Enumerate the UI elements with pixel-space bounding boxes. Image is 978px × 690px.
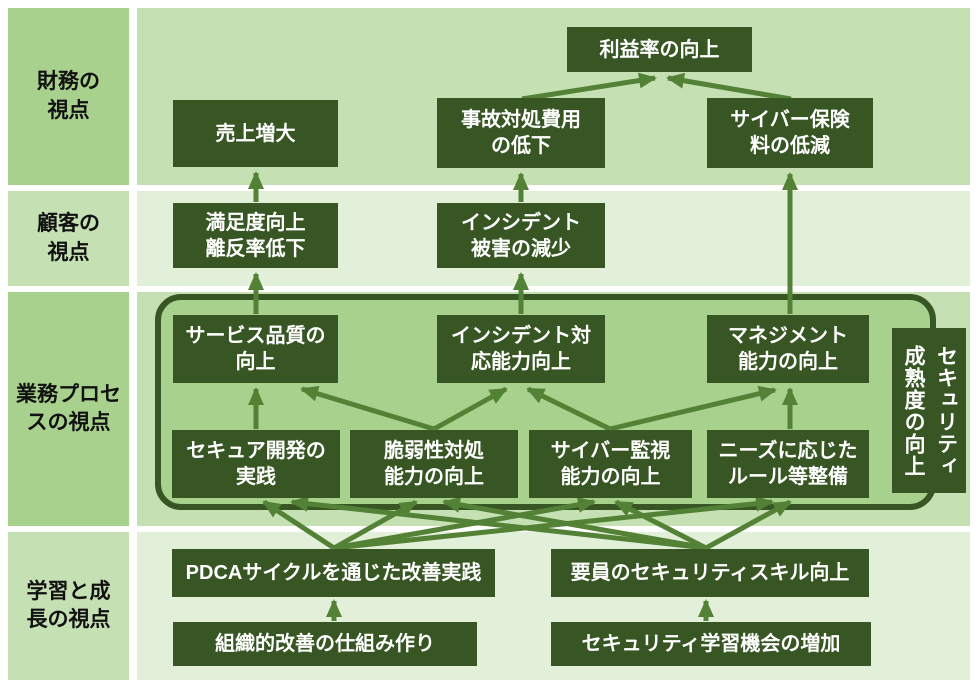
node-vulnerability-handling: 脆弱性対処 能力の向上 — [350, 430, 518, 498]
node-org-improvement: 組織的改善の仕組み作り — [173, 622, 477, 666]
node-service-quality-up: サービス品質の 向上 — [173, 315, 338, 383]
node-learning-opportunities: セキュリティ学習機会の増加 — [551, 622, 871, 666]
perspective-learning-label: 学習と成 長の視点 — [8, 532, 129, 680]
node-incident-damage-down: インシデント 被害の減少 — [437, 203, 605, 268]
perspective-process-label: 業務プロセ スの視点 — [8, 292, 129, 526]
node-secure-dev-practice: セキュア開発の 実践 — [172, 430, 340, 498]
node-satisfaction-up: 満足度向上 離反率低下 — [173, 203, 338, 268]
node-management-up: マネジメント 能力の向上 — [707, 315, 869, 383]
perspective-financial-label: 財務の 視点 — [8, 8, 129, 185]
node-security-skills-up: 要員のセキュリティスキル向上 — [551, 549, 869, 597]
node-insurance-premium-down: サイバー保険 料の低減 — [707, 98, 873, 168]
node-incident-cost-down: 事故対処費用 の低下 — [437, 98, 605, 168]
node-rules-development: ニーズに応じた ルール等整備 — [707, 430, 869, 498]
perspective-customer-label: 顧客の 視点 — [8, 191, 129, 286]
node-sales-increase: 売上増大 — [173, 100, 338, 167]
edge-lines — [247, 72, 798, 621]
node-profit-increase: 利益率の向上 — [567, 27, 752, 72]
node-cyber-monitoring: サイバー監視 能力の向上 — [529, 430, 692, 498]
node-incident-response-up: インシデント対 応能力向上 — [437, 315, 605, 383]
node-security-maturity: セキュリティ 成熟度の向上 — [892, 328, 966, 493]
node-pdca-improvement: PDCAサイクルを通じた改善実践 — [172, 549, 495, 597]
